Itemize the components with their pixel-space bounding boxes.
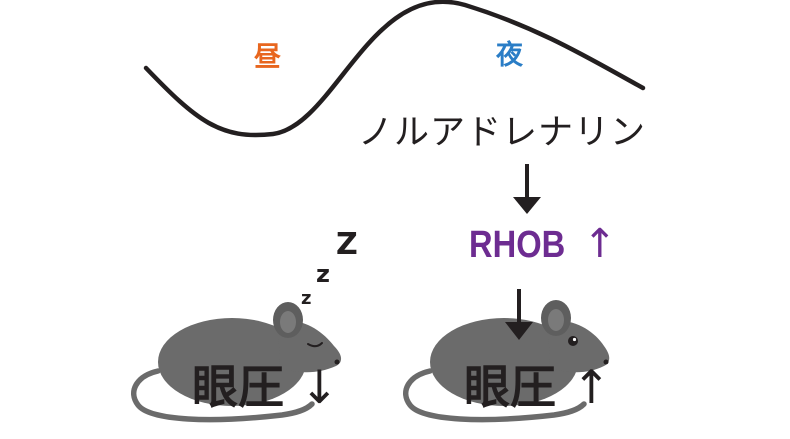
iop-sleeping-label: 眼圧 xyxy=(192,360,284,414)
night-label: 夜 xyxy=(496,40,523,71)
sleep-z-small: z xyxy=(301,288,312,309)
rhob-label: RHOB xyxy=(469,224,566,266)
iop-up-arrow: ↑ xyxy=(572,360,611,414)
arrow-rhob-to-iop xyxy=(505,289,533,340)
awake-mouse-icon xyxy=(403,300,610,423)
sleeping-mouse-icon xyxy=(131,302,342,423)
day-label: 昼 xyxy=(254,42,281,73)
arrow-noradrenaline-to-rhob xyxy=(513,164,541,214)
iop-down-arrow: ↓ xyxy=(300,360,339,414)
rhob-up-arrow: ↑ xyxy=(583,221,617,267)
circadian-wave xyxy=(143,0,646,138)
sleep-z-large: Z xyxy=(336,227,358,262)
sleep-z-medium: z xyxy=(316,260,330,288)
noradrenaline-label: ノルアドレナリン xyxy=(358,113,647,153)
iop-active-label: 眼圧 xyxy=(464,360,556,414)
